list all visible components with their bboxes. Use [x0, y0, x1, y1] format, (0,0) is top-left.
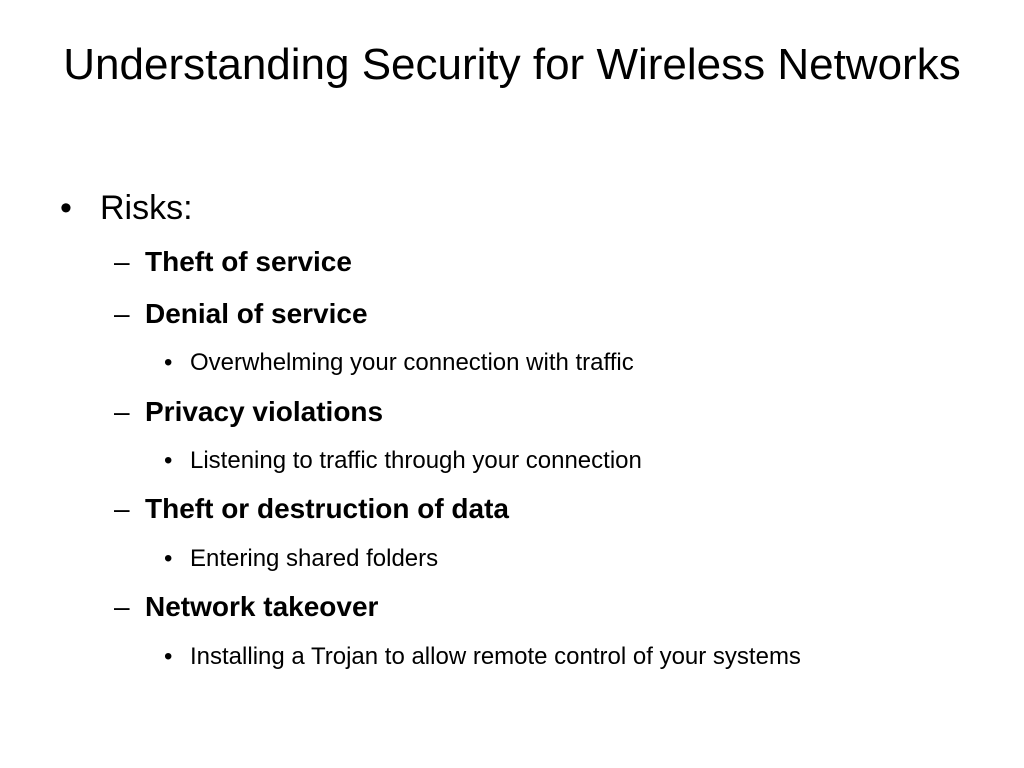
risk-detail: • Installing a Trojan to allow remote co… [164, 642, 884, 672]
risk-label: Network takeover [145, 591, 379, 622]
dash-marker: – [114, 396, 130, 427]
slide-title: Understanding Security for Wireless Netw… [63, 40, 961, 89]
risk-label: Privacy violations [145, 396, 384, 427]
bullet-marker: • [164, 349, 173, 376]
bullet-marker: • [164, 643, 173, 670]
dash-marker: – [114, 493, 130, 524]
risk-detail: • Entering shared folders [164, 544, 884, 574]
bullet-text: Risks: [100, 189, 193, 227]
dash-marker: – [114, 591, 130, 622]
bullet-marker: • [164, 545, 173, 572]
dash-marker: – [114, 246, 130, 277]
slide-body: • Risks: – Theft of service – Denial of … [60, 0, 960, 768]
bullet-marker: • [164, 447, 173, 474]
risk-detail-text: Listening to traffic through your connec… [190, 447, 642, 474]
risk-detail-text: Entering shared folders [190, 545, 439, 572]
risk-label: Theft of service [145, 246, 352, 277]
risk-detail-text: Overwhelming your connection with traffi… [190, 349, 634, 376]
bullet-marker: • [60, 189, 72, 227]
risk-detail: • Listening to traffic through your conn… [164, 446, 884, 476]
risk-label: Theft or destruction of data [145, 493, 509, 524]
risk-detail-text: Installing a Trojan to allow remote cont… [190, 643, 801, 670]
risk-detail: • Overwhelming your connection with traf… [164, 348, 884, 378]
dash-marker: – [114, 298, 130, 329]
risk-label: Denial of service [145, 298, 368, 329]
